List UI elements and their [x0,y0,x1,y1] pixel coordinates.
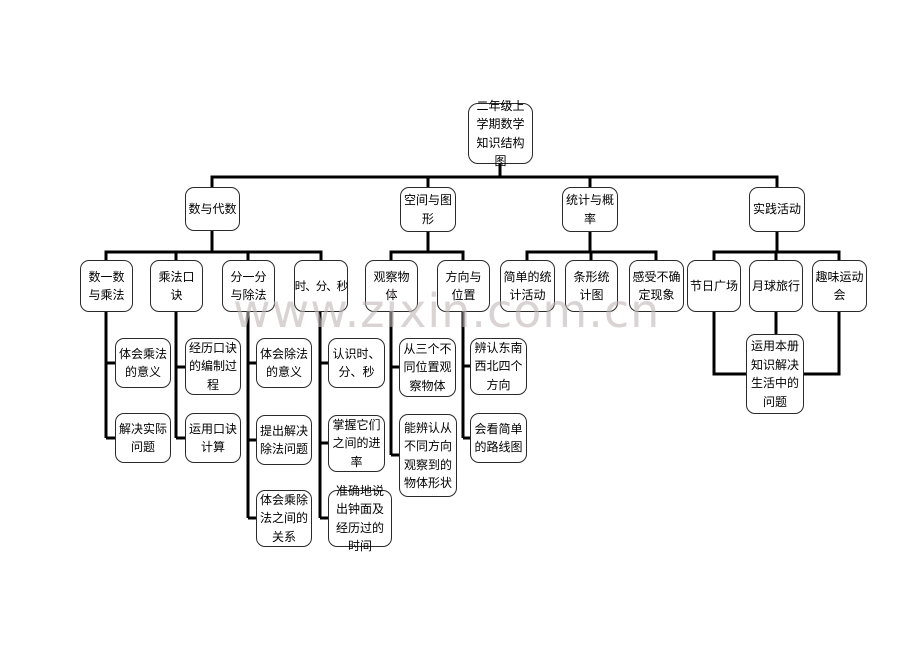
node-space-and-shapes: 空间与图形 [400,187,456,232]
node-apply-knowledge-to-life-problems: 运用本册知识解决生活中的问题 [746,334,804,414]
node-root: 二年级上学期数学知识结构图 [468,99,533,168]
node-simple-statistical-activities: 简单的统计活动 [500,260,555,312]
node-use-tables-to-calculate: 运用口诀计算 [185,413,241,463]
node-bar-chart: 条形统计图 [565,260,618,312]
node-read-simple-route-maps: 会看简单的路线图 [470,413,527,463]
node-statistics-and-probability: 统计与概率 [562,187,618,232]
node-identify-four-directions: 辨认东南西北四个方向 [470,338,527,395]
node-practice-activities: 实践活动 [749,187,805,232]
node-fun-sports-meet: 趣味运动会 [812,260,867,312]
node-number-and-algebra: 数与代数 [185,187,240,231]
node-uncertain-phenomena: 感受不确定现象 [629,260,684,312]
node-sharing-and-division: 分一分与除法 [222,260,275,312]
node-solve-practical-problems: 解决实际问题 [115,413,171,463]
node-experience-table-creation: 经历口诀的编制过程 [185,338,241,395]
node-multiplication-tables: 乘法口诀 [150,260,203,312]
node-festival-plaza: 节日广场 [687,260,741,312]
node-understand-multiplication-meaning: 体会乘法的意义 [115,338,171,388]
node-moon-travel: 月球旅行 [749,260,803,312]
node-multiplication-division-relation: 体会乘除法之间的关系 [256,490,312,547]
node-observing-objects: 观察物体 [365,260,418,312]
node-tell-clock-and-elapsed-time: 准确地说出钟面及经历过的时间 [328,484,392,553]
node-recognize-shapes-from-directions: 能辨认从不同方向观察到的物体形状 [399,414,457,497]
node-counting-and-multiplication: 数一数与乘法 [80,260,133,312]
node-pose-and-solve-division-problems: 提出解决除法问题 [256,415,312,465]
node-observe-from-three-positions: 从三个不同位置观察物体 [399,338,456,397]
node-understand-division-meaning: 体会除法的意义 [256,338,312,388]
node-hour-minute-second: 时、分、秒 [294,260,348,312]
node-direction-and-position: 方向与位置 [437,260,490,312]
node-master-conversion-rates: 掌握它们之间的进率 [328,415,385,472]
node-know-hour-minute-second: 认识时、分、秒 [328,338,385,388]
